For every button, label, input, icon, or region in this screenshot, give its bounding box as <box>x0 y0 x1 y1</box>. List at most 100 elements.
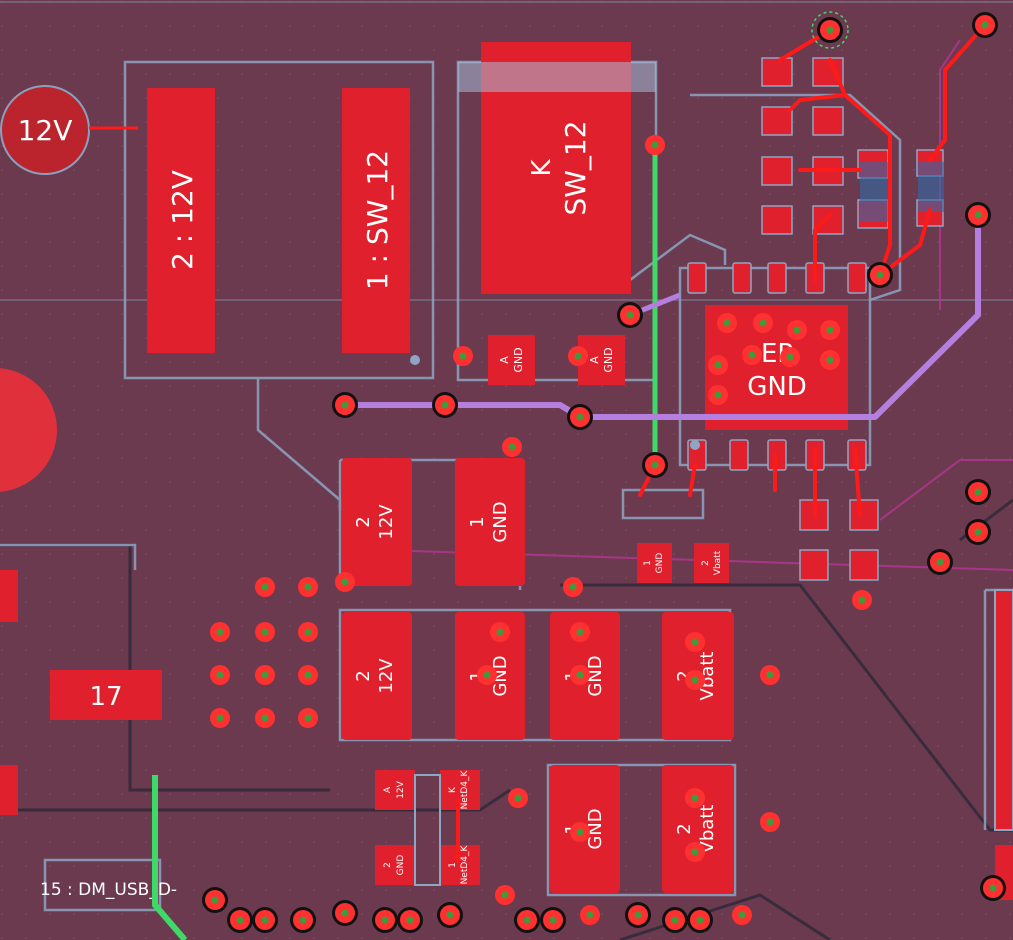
edge-pad-right <box>994 589 1013 831</box>
pad-17[interactable]: 17 <box>50 670 162 720</box>
via-hole <box>459 352 467 360</box>
via-hole <box>738 911 746 919</box>
via-hole <box>304 671 312 679</box>
via-hole <box>793 326 801 334</box>
pad-k-sw12[interactable]: K SW_12 <box>458 42 656 294</box>
via-hole <box>691 638 699 646</box>
d4-pad-2-gnd[interactable]: 2 GND <box>375 845 415 885</box>
pad-2-12v[interactable]: 2 : 12V <box>147 88 215 353</box>
via-hole <box>766 818 774 826</box>
cap1-pin1-gnd[interactable]: 1 GND <box>455 458 525 586</box>
svg-text:GND: GND <box>585 808 606 849</box>
via-hole <box>576 413 584 421</box>
small-pad-2-vbatt[interactable]: 2 Vbatt <box>694 543 729 583</box>
via-hole <box>826 26 834 34</box>
via-hole <box>496 628 504 636</box>
pad-k-net-label: SW_12 <box>559 120 592 215</box>
via-hole <box>261 671 269 679</box>
via-hole <box>974 211 982 219</box>
edge-pad-left-2 <box>0 765 18 815</box>
via-hole <box>691 848 699 856</box>
svg-text:GND: GND <box>655 553 665 574</box>
via-hole <box>626 311 634 319</box>
via-hole <box>261 583 269 591</box>
net-12v-label: 12V <box>18 114 73 147</box>
svg-text:Vbatt: Vbatt <box>697 652 718 701</box>
via-hole <box>216 628 224 636</box>
blue-overlay-2 <box>918 162 944 212</box>
via-hole <box>508 443 516 451</box>
svg-text:NetD4_K: NetD4_K <box>460 844 470 884</box>
svg-text:Vbatt: Vbatt <box>713 550 723 575</box>
svg-text:GND: GND <box>585 655 606 696</box>
svg-text:1: 1 <box>448 862 458 868</box>
via-hole <box>341 401 349 409</box>
via-hole <box>501 891 509 899</box>
svg-text:2: 2 <box>701 560 711 566</box>
pad-1-sw12-label: 1 : SW_12 <box>361 150 394 290</box>
svg-text:Vbatt: Vbatt <box>697 805 718 854</box>
via-hole <box>826 356 834 364</box>
via-hole <box>586 911 594 919</box>
pin1-marker <box>410 355 420 365</box>
cap4-pin2-vbatt[interactable]: 2 Vbatt <box>662 765 734 893</box>
svg-text:2: 2 <box>353 670 374 681</box>
via-hole <box>574 352 582 360</box>
svg-text:1: 1 <box>643 560 653 566</box>
pad-a-right-label: A <box>588 356 601 364</box>
ic-pins <box>687 262 867 471</box>
svg-text:12V: 12V <box>376 658 397 694</box>
ep-net-label: GND <box>747 372 807 402</box>
via-hole <box>304 628 312 636</box>
svg-text:NetD4_K: NetD4_K <box>460 769 470 809</box>
svg-text:K: K <box>448 786 458 793</box>
via-hole <box>261 628 269 636</box>
via-hole <box>576 828 584 836</box>
selection-marker <box>811 11 849 49</box>
via-hole <box>671 916 679 924</box>
pad-1-sw12[interactable]: 1 : SW_12 <box>342 88 410 353</box>
via-hole <box>696 916 704 924</box>
via-hole <box>786 353 794 361</box>
pad-a-left-label: A <box>498 356 511 364</box>
d4-pad-a-12v[interactable]: A 12V <box>375 770 415 810</box>
via-hole <box>691 794 699 802</box>
via-hole <box>341 909 349 917</box>
via-hole <box>261 916 269 924</box>
cap1-pin2-12v[interactable]: 2 12V <box>342 458 412 586</box>
via-hole <box>261 714 269 722</box>
via-hole <box>691 676 699 684</box>
via-hole <box>858 596 866 604</box>
via-hole <box>634 911 642 919</box>
pad-15-dm-usb[interactable]: 15 : DM_USB_D- <box>40 880 177 900</box>
via-hole <box>651 141 659 149</box>
pad-2-12v-label: 2 : 12V <box>166 170 199 270</box>
via-hole <box>759 319 767 327</box>
small-pad-1-gnd[interactable]: 1 GND <box>637 543 672 583</box>
via-hole <box>406 916 414 924</box>
pad-a-gnd-left[interactable]: A GND <box>488 335 535 385</box>
via-hole <box>714 391 722 399</box>
via-hole <box>723 319 731 327</box>
svg-text:12V: 12V <box>396 780 406 798</box>
svg-text:2: 2 <box>674 823 695 834</box>
d4-outline <box>414 774 441 886</box>
via-hole <box>876 271 884 279</box>
via-hole <box>483 671 491 679</box>
via-hole <box>211 896 219 904</box>
via-hole <box>748 351 756 359</box>
via-hole <box>974 528 982 536</box>
via-hole <box>514 794 522 802</box>
via-hole <box>766 671 774 679</box>
via-hole <box>989 884 997 892</box>
edge-pad-left-1 <box>0 570 18 622</box>
via-hole <box>569 583 577 591</box>
svg-text:A: A <box>383 786 393 793</box>
ic-pin1-marker <box>690 440 700 450</box>
svg-text:2: 2 <box>383 862 393 868</box>
via-hole <box>304 714 312 722</box>
via-hole <box>576 628 584 636</box>
cap2-pin2-12v[interactable]: 2 12V <box>342 612 412 740</box>
via-hole <box>714 361 722 369</box>
